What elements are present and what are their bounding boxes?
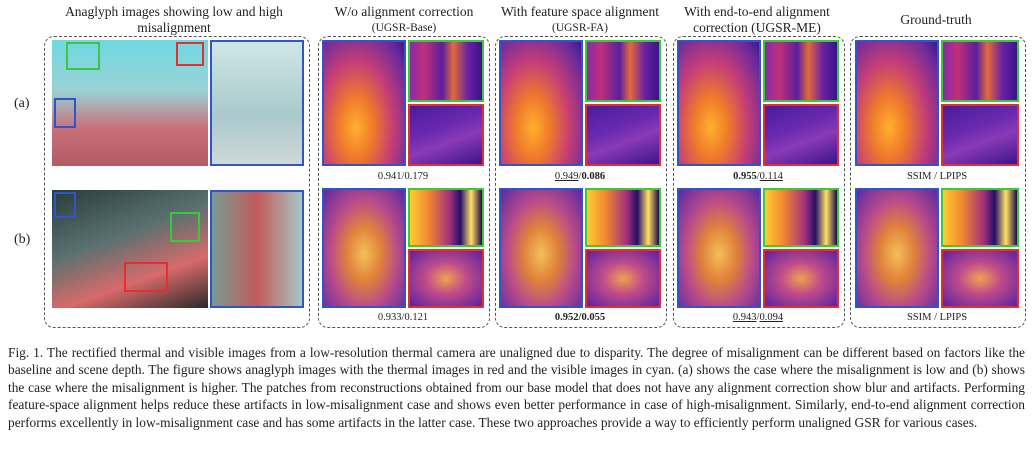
group-fa bbox=[495, 36, 667, 328]
me-red-patch-a bbox=[763, 104, 839, 166]
gt-red-patch-b bbox=[941, 249, 1019, 308]
header-base: W/o alignment correction (UGSR-Base) bbox=[318, 4, 490, 36]
base-red-patch-a bbox=[408, 104, 484, 166]
anaglyph-image-a bbox=[52, 40, 208, 166]
me-lpips-b: 0.094 bbox=[759, 312, 784, 323]
fa-red-patch-a bbox=[585, 104, 661, 166]
anaglyph-zoom-b bbox=[210, 190, 304, 308]
gt-main-b bbox=[855, 188, 939, 308]
gt-green-patch-b bbox=[941, 188, 1019, 247]
anaglyph-zoom-a bbox=[210, 40, 304, 166]
me-main-b bbox=[677, 188, 761, 308]
fa-main-b bbox=[499, 188, 583, 308]
red-box-a bbox=[176, 42, 204, 66]
me-green-patch-b bbox=[763, 188, 839, 247]
me-metric-b: 0.943/0.094 bbox=[673, 312, 843, 323]
header-base-sub: (UGSR-Base) bbox=[371, 22, 437, 34]
base-main-b bbox=[322, 188, 406, 308]
fa-sep-a: / bbox=[578, 171, 582, 182]
base-green-patch-a bbox=[408, 40, 484, 102]
me-ssim-b: 0.943 bbox=[732, 312, 757, 323]
header-fa-title: With feature space alignment bbox=[500, 4, 659, 19]
gt-main-a bbox=[855, 40, 939, 166]
fa-metric-a: 0.949/0.086 bbox=[495, 171, 665, 182]
row-label-a: (a) bbox=[14, 96, 30, 111]
fa-main-a bbox=[499, 40, 583, 166]
gt-metric-b: SSIM / LPIPS bbox=[906, 312, 968, 323]
base-green-patch-b bbox=[408, 188, 484, 247]
green-box-b bbox=[170, 212, 200, 242]
group-me bbox=[673, 36, 845, 328]
figure-caption: Fig. 1. The rectified thermal and visibl… bbox=[8, 345, 1025, 430]
me-metric-a: 0.955/0.114 bbox=[673, 171, 843, 182]
base-metric-a: 0.941/0.179 bbox=[377, 171, 429, 182]
base-main-a bbox=[322, 40, 406, 166]
gt-metric-a: SSIM / LPIPS bbox=[906, 171, 968, 182]
gt-green-patch-a bbox=[941, 40, 1019, 102]
me-green-patch-a bbox=[763, 40, 839, 102]
me-sep-a: / bbox=[756, 171, 760, 182]
me-red-patch-b bbox=[763, 249, 839, 308]
header-base-title: W/o alignment correction bbox=[334, 4, 474, 19]
fa-green-patch-a bbox=[585, 40, 661, 102]
row-label-b: (b) bbox=[14, 232, 31, 247]
me-lpips-a: 0.114 bbox=[759, 171, 783, 182]
blue-box-a bbox=[54, 98, 76, 128]
group-anaglyph bbox=[44, 36, 310, 328]
fa-ssim-a: 0.949 bbox=[554, 171, 579, 182]
me-main-a bbox=[677, 40, 761, 166]
fa-red-patch-b bbox=[585, 249, 661, 308]
fa-green-patch-b bbox=[585, 188, 661, 247]
group-base bbox=[318, 36, 490, 328]
fa-lpips-a: 0.086 bbox=[581, 171, 606, 182]
fa-metric-b: 0.952/0.055 bbox=[554, 312, 606, 323]
blue-box-b bbox=[54, 192, 76, 218]
header-fa: With feature space alignment (UGSR-FA) bbox=[494, 4, 666, 36]
me-ssim-a: 0.955 bbox=[733, 171, 757, 182]
gt-red-patch-a bbox=[941, 104, 1019, 166]
header-anaglyph: Anaglyph images showing low and high mis… bbox=[65, 4, 283, 35]
header-gt: Ground-truth bbox=[900, 12, 972, 27]
base-metric-b: 0.933/0.121 bbox=[377, 312, 429, 323]
anaglyph-image-b bbox=[52, 190, 208, 308]
group-gt bbox=[850, 36, 1026, 328]
header-fa-sub: (UGSR-FA) bbox=[551, 22, 608, 34]
green-box-a bbox=[66, 42, 100, 70]
red-box-b bbox=[124, 262, 168, 292]
base-red-patch-b bbox=[408, 249, 484, 308]
header-me: With end-to-end alignment correction (UG… bbox=[684, 4, 830, 35]
me-sep-b: / bbox=[756, 312, 760, 323]
